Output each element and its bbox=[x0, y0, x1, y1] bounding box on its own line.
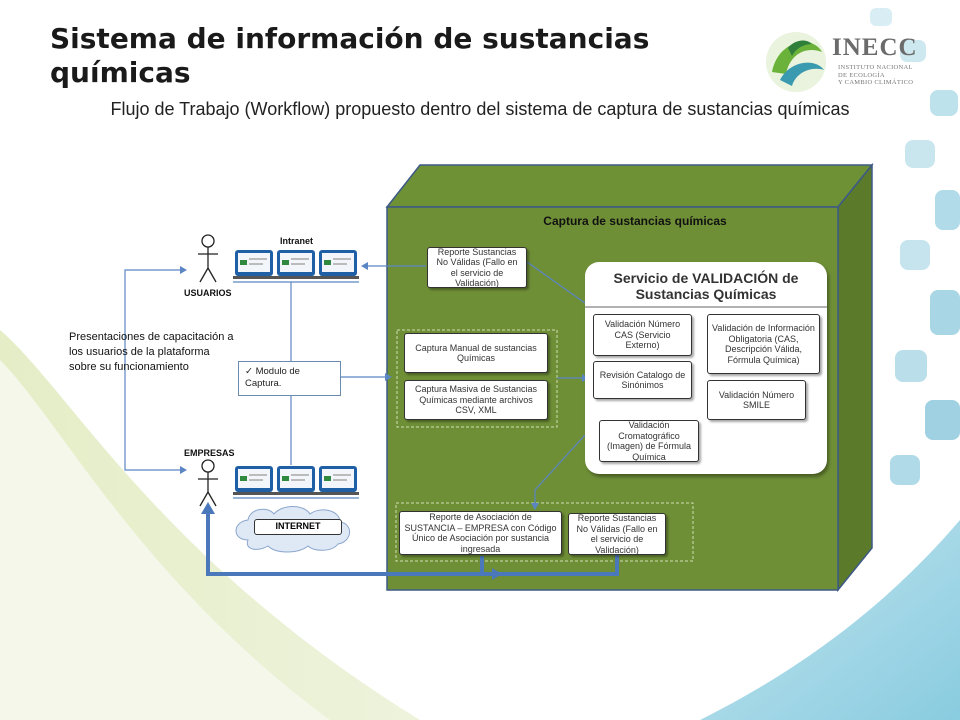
service-to-bottom bbox=[534, 434, 586, 503]
association-report-box: Reporte de Asociación de SUSTANCIA – EMP… bbox=[399, 511, 562, 555]
logo-name: INECC bbox=[832, 34, 918, 61]
internet-label: INTERNET bbox=[254, 519, 342, 535]
service-divider bbox=[585, 306, 827, 308]
slide-subtitle: Flujo de Trabajo (Workflow) propuesto de… bbox=[110, 99, 850, 119]
service-to-report bbox=[526, 261, 593, 309]
smile-validation-box: Validación Número SMILE bbox=[707, 380, 806, 420]
chromatographic-validation-box: Validación Cromatográfico (Imagen) de Fó… bbox=[599, 420, 699, 462]
actor-usuarios-label: USUARIOS bbox=[184, 288, 232, 298]
mandatory-info-validation-box: Validación de Información Obligatoria (C… bbox=[707, 314, 820, 374]
intranet-computers-icon bbox=[233, 250, 359, 283]
internet-computers-icon bbox=[233, 466, 359, 499]
training-note: Presentaciones de capacitación a los usu… bbox=[69, 331, 234, 373]
logo-subtitle: INSTITUTO NACIONAL DE ECOLOGÍA Y CAMBIO … bbox=[838, 64, 914, 86]
capture-group-outline bbox=[396, 329, 558, 428]
actor-usuarios-icon bbox=[198, 234, 218, 283]
report-invalid-bottom-box: Reporte Sustancias No Válidas (Fallo en … bbox=[568, 513, 666, 555]
inecc-logo-icon bbox=[766, 32, 826, 92]
report-invalid-top-box: Reporte Sustancias No Válidas (Fallo en … bbox=[427, 247, 527, 288]
manual-capture-box: Captura Manual de sustancias Químicas bbox=[404, 333, 548, 373]
container-side-face bbox=[837, 162, 873, 593]
loop-line bbox=[124, 269, 180, 471]
validation-cas-box: Validación Número CAS (Servicio Externo) bbox=[593, 314, 692, 356]
actor-empresas-label: EMPRESAS bbox=[184, 448, 235, 458]
bulk-capture-box: Captura Masiva de Sustancias Químicas me… bbox=[404, 380, 548, 420]
return-arrow bbox=[206, 512, 619, 576]
capture-module-box: ✓ Modulo de Captura. bbox=[238, 361, 341, 396]
validation-service-title: Servicio de VALIDACIÓN de Sustancias Quí… bbox=[613, 270, 799, 302]
left-light-swoosh bbox=[0, 360, 330, 720]
actor-empresas-icon bbox=[198, 459, 218, 507]
report-group-outline bbox=[395, 502, 694, 562]
container-top-face bbox=[385, 164, 874, 208]
container-title: Captura de sustancias químicas bbox=[543, 214, 727, 228]
intranet-label: Intranet bbox=[280, 236, 314, 246]
slide-title: Sistema de información de sustancias quí… bbox=[50, 22, 650, 89]
right-decor bbox=[700, 8, 960, 720]
synonym-catalog-box: Revisión Catalogo de Sinónimos bbox=[593, 361, 692, 399]
